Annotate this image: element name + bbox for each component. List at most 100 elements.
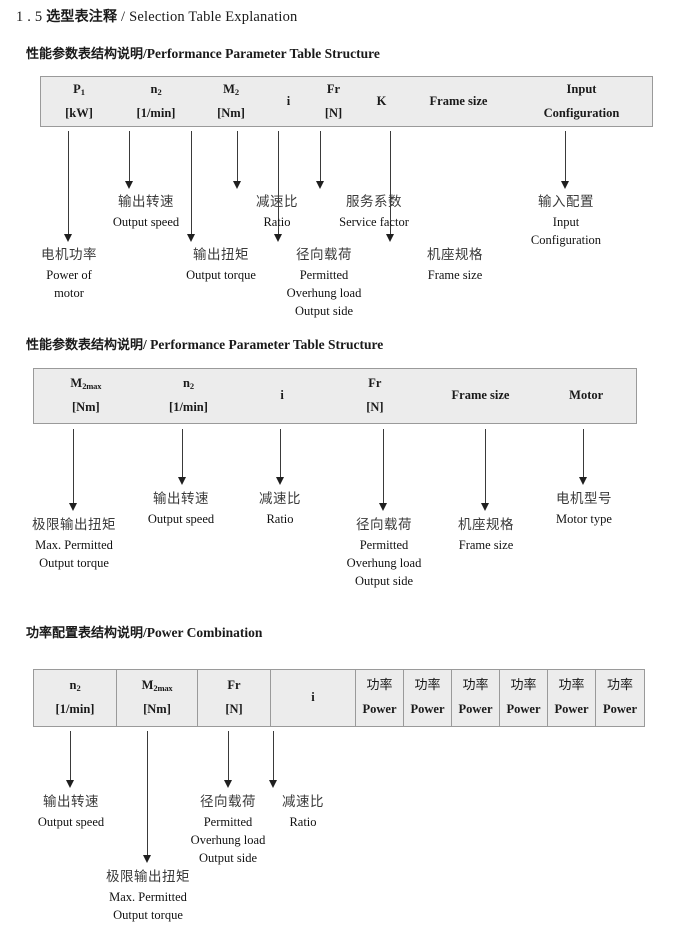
arrow-to-input-configuration: [561, 131, 570, 189]
label-output-speed-3: 输出转速 Output speed: [37, 794, 105, 829]
table2-col-m2max-unit: [Nm]: [71, 400, 100, 414]
arrow-to-ratio: [233, 131, 242, 189]
table3-col-power-3: 功率 Power: [451, 670, 499, 726]
table3-col-power-4-cn: 功率: [510, 677, 537, 693]
table1-col-input-configuration-line1: Input: [566, 81, 597, 96]
section-3-title-cn: 功率配置表结构说明: [26, 626, 144, 641]
table3-col-m2max: M2max [Nm]: [116, 670, 197, 726]
label-max-permitted-output-torque: 极限输出扭矩 Max. Permitted Output torque: [32, 517, 116, 570]
page-title-en: Selection Table Explanation: [129, 9, 298, 25]
table1-col-n2-subscript: 2: [157, 86, 162, 97]
table3-col-power-6-en: Power: [602, 702, 637, 717]
table1-col-frame-size: Frame size: [406, 77, 511, 126]
table1-col-m2: M2 [Nm]: [195, 77, 267, 126]
arrow-to-permitted-overhung-load-3: [224, 731, 233, 788]
table2-col-i-symbol: i: [280, 388, 284, 403]
section-1-title-en: Performance Parameter Table Structure: [146, 46, 380, 61]
arrow-to-power-of-motor: [64, 131, 73, 242]
arrow-to-frame-size: [386, 131, 395, 242]
table2-col-fr-unit: [N]: [366, 400, 384, 414]
label-service-factor: 服务系数 Service factor: [339, 194, 409, 229]
table2-col-n2-unit: [1/min]: [169, 400, 208, 414]
label-ratio-3: 减速比 Ratio: [282, 794, 324, 829]
page-title-cn: 选型表注释: [46, 9, 118, 25]
section-3-title-en: Power Combination: [146, 625, 263, 640]
section-2-title-en: Performance Parameter Table Structure: [150, 337, 384, 352]
table1-col-input-configuration: Input Configuration: [511, 77, 652, 126]
table3-col-m2max-symbol: M: [141, 678, 154, 693]
table3-col-power-3-cn: 功率: [462, 677, 489, 693]
table1-col-fr-symbol: Fr: [326, 81, 341, 96]
table1-col-p1: P1 [kW]: [41, 77, 117, 126]
table2-col-n2-subscript: 2: [189, 381, 194, 392]
table3-col-power-5: 功率 Power: [547, 670, 595, 726]
table1-col-i: i: [267, 77, 310, 126]
label-power-of-motor: 电机功率 Power of motor: [41, 247, 97, 300]
section-3-title: 功率配置表结构说明/Power Combination: [26, 622, 262, 641]
performance-parameter-table-1: P1 [kW] n2 [1/min] M2 [Nm] i Fr [N] K Fr…: [40, 76, 653, 127]
section-3-title-sep: /: [143, 625, 147, 640]
arrow-to-max-permitted-output-torque: [69, 429, 78, 511]
label-permitted-overhung-load-3: 径向载荷 Permitted Overhung load Output side: [190, 794, 266, 865]
table2-col-fr: Fr [N]: [325, 369, 425, 423]
table2-col-frame-size-label: Frame size: [451, 388, 510, 403]
table2-col-n2-symbol: n: [182, 376, 190, 391]
label-permitted-overhung-load-2: 径向载荷 Permitted Overhung load Output side: [346, 517, 422, 588]
table2-col-fr-symbol: Fr: [368, 376, 382, 391]
table3-col-power-5-en: Power: [554, 702, 589, 717]
table2-col-i: i: [239, 369, 325, 423]
table3-col-power-1: 功率 Power: [355, 670, 403, 726]
table1-col-i-symbol: i: [286, 93, 291, 108]
table1-col-k-symbol: K: [376, 93, 387, 108]
table2-col-m2max-subscript: 2max: [82, 381, 102, 392]
section-1-title-cn: 性能参数表结构说明: [26, 47, 144, 62]
label-output-speed: 输出转速 Output speed: [112, 194, 180, 229]
label-ratio: 减速比 Ratio: [256, 194, 298, 229]
label-motor-type: 电机型号 Motor type: [556, 491, 612, 526]
table3-col-power-2: 功率 Power: [403, 670, 451, 726]
arrow-to-output-speed-3: [66, 731, 75, 788]
arrow-to-permitted-overhung-load-2: [379, 429, 388, 511]
label-input-configuration: 输入配置 Input Configuration: [530, 194, 602, 247]
table3-col-m2max-unit: [Nm]: [143, 702, 171, 716]
label-frame-size: 机座规格 Frame size: [427, 247, 483, 282]
table1-col-p1-subscript: 1: [80, 86, 85, 97]
table3-col-n2: n2 [1/min]: [34, 670, 116, 726]
table3-col-n2-subscript: 2: [76, 683, 81, 694]
table3-col-i: i: [270, 670, 355, 726]
table1-col-n2-unit: [1/min]: [136, 105, 176, 120]
table3-col-power-4: 功率 Power: [499, 670, 547, 726]
arrow-to-ratio-3: [269, 731, 278, 788]
arrow-to-output-speed: [125, 131, 134, 189]
table2-col-m2max: M2max [Nm]: [34, 369, 138, 423]
section-2-title-cn: 性能参数表结构说明: [26, 338, 144, 353]
label-permitted-overhung-load: 径向载荷 Permitted Overhung load Output side: [286, 247, 362, 318]
table3-col-m2max-subscript: 2max: [153, 683, 173, 694]
table2-col-motor: Motor: [536, 369, 636, 423]
table3-col-power-6-cn: 功率: [606, 677, 633, 693]
table1-col-fr: Fr [N]: [310, 77, 357, 126]
arrow-to-output-speed-2: [178, 429, 187, 485]
table3-col-n2-unit: [1/min]: [55, 702, 95, 716]
power-combination-table: n2 [1/min] M2max [Nm] Fr [N] i 功率 Power …: [33, 669, 645, 727]
table2-col-frame-size: Frame size: [425, 369, 537, 423]
table3-col-power-1-cn: 功率: [366, 677, 393, 693]
arrow-to-output-torque: [187, 131, 196, 242]
arrow-to-max-permitted-output-torque-3: [143, 731, 152, 863]
table2-col-m2max-symbol: M: [70, 376, 83, 391]
table3-col-power-3-en: Power: [458, 702, 493, 717]
table3-col-power-2-en: Power: [410, 702, 445, 717]
table1-col-m2-symbol: M: [223, 81, 235, 96]
table1-col-m2-subscript: 2: [234, 86, 239, 97]
table1-col-k: K: [357, 77, 406, 126]
table3-col-fr-unit: [N]: [225, 702, 243, 716]
arrow-to-motor-type: [579, 429, 588, 485]
table1-col-input-configuration-line2: Configuration: [543, 105, 620, 120]
label-output-torque: 输出扭矩 Output torque: [186, 247, 256, 282]
section-2-title: 性能参数表结构说明/ Performance Parameter Table S…: [26, 334, 383, 353]
label-max-permitted-output-torque-3: 极限输出扭矩 Max. Permitted Output torque: [106, 869, 190, 922]
table1-col-frame-size-label: Frame size: [429, 93, 488, 108]
arrow-to-frame-size-2: [481, 429, 490, 511]
performance-parameter-table-2: M2max [Nm] n2 [1/min] i Fr [N] Frame siz…: [33, 368, 637, 424]
